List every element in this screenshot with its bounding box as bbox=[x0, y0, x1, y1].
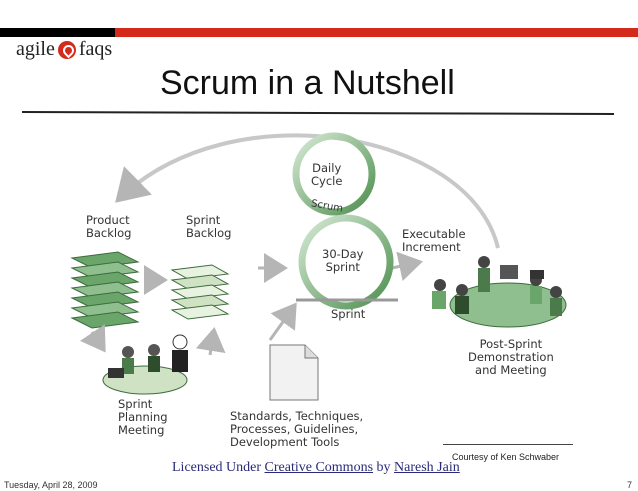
sprint-backlog-stack-icon bbox=[170, 264, 230, 320]
courtesy-text: Courtesy of Ken Schwaber bbox=[452, 452, 560, 462]
license-by: by bbox=[376, 460, 391, 475]
arrow-backlog-to-planning bbox=[79, 324, 106, 353]
label-post-sprint: Post-Sprint Demonstration and Meeting bbox=[468, 337, 554, 377]
product-backlog-stack-icon bbox=[70, 251, 140, 329]
label-sprint-planning: Sprint Planning Meeting bbox=[118, 397, 168, 437]
slide-date: Tuesday, April 28, 2009 bbox=[4, 480, 98, 490]
post-sprint-meeting-illustration bbox=[432, 256, 567, 328]
arrow-planning-to-sprint-backlog bbox=[195, 327, 226, 356]
courtesy-divider bbox=[443, 444, 573, 445]
label-sprint-backlog: Sprint Backlog bbox=[186, 213, 232, 240]
creative-commons-link[interactable]: Creative Commons bbox=[264, 460, 374, 475]
license-line: Licensed Under Creative Commons by Nares… bbox=[172, 460, 460, 476]
author-link[interactable]: Naresh Jain bbox=[394, 460, 460, 475]
daily-cycle-loop bbox=[292, 132, 376, 216]
label-sprint: Sprint bbox=[331, 307, 366, 321]
logo-text-agile: agile bbox=[16, 38, 55, 60]
arrow-sprint-to-increment bbox=[391, 251, 423, 282]
label-standards: Standards, Techniques, Processes, Guidel… bbox=[230, 409, 364, 449]
arrow-tools-to-sprint bbox=[268, 302, 297, 341]
sprint-planning-meeting-illustration bbox=[102, 334, 188, 395]
logo-mark-icon bbox=[57, 40, 76, 59]
agilefaqs-logo: agile faqs bbox=[16, 38, 112, 61]
license-prefix: Licensed Under bbox=[172, 460, 262, 475]
slide-title: Scrum in a Nutshell bbox=[160, 64, 455, 102]
label-product-backlog: Product Backlog bbox=[86, 213, 132, 240]
label-daily-cycle: Daily Cycle bbox=[311, 161, 343, 188]
standards-document-icon bbox=[269, 344, 319, 401]
page-number: 7 bbox=[626, 480, 632, 490]
top-accent-bar bbox=[0, 28, 638, 37]
logo-text-faqs: faqs bbox=[78, 38, 113, 60]
label-30-day-sprint: 30-Day Sprint bbox=[322, 247, 364, 274]
thirty-day-sprint-loop bbox=[298, 214, 394, 310]
label-executable-increment: Executable Increment bbox=[402, 227, 466, 254]
